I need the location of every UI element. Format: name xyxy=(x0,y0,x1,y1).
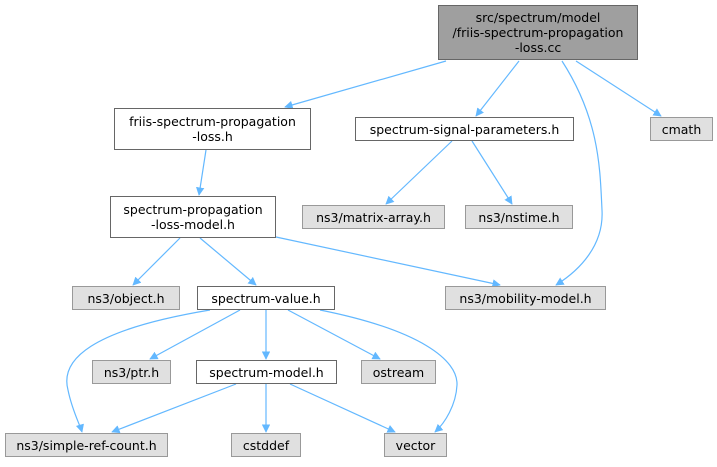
node-vector[interactable]: vector xyxy=(384,433,447,457)
node-cstddef[interactable]: cstddef xyxy=(231,433,301,457)
node-label: src/spectrum/model /friis-spectrum-propa… xyxy=(452,10,624,55)
edge-spectrum_model-to-vector xyxy=(289,383,396,433)
edge-root-to-mobility xyxy=(555,60,603,286)
edge-spectrum_model-to-simple_ref xyxy=(111,383,237,434)
node-label: ns3/nstime.h xyxy=(478,209,560,225)
node-label: spectrum-signal-parameters.h xyxy=(369,121,560,137)
edge-sig_params-to-nstime xyxy=(471,140,513,205)
edge-sig_params-to-matrix_array xyxy=(385,140,453,205)
node-label: vector xyxy=(395,437,436,453)
node-simple-ref[interactable]: ns3/simple-ref-count.h xyxy=(5,433,168,457)
node-label: ns3/mobility-model.h xyxy=(459,290,592,306)
edge-root-to-cmath xyxy=(575,60,662,117)
edge-spectrum_value-to-vector xyxy=(319,309,458,433)
node-label: friis-spectrum-propagation -loss.h xyxy=(129,114,296,144)
node-friis-h[interactable]: friis-spectrum-propagation -loss.h xyxy=(114,108,311,150)
node-prop-loss-model[interactable]: spectrum-propagation -loss-model.h xyxy=(110,196,276,238)
edge-spectrum_value-to-simple_ref xyxy=(66,309,211,433)
node-spectrum-model[interactable]: spectrum-model.h xyxy=(196,360,337,384)
edge-friis_h-to-prop_loss_model xyxy=(196,149,207,196)
node-ostream[interactable]: ostream xyxy=(361,360,436,384)
node-label: cmath xyxy=(661,121,702,137)
node-label: ns3/matrix-array.h xyxy=(316,209,431,225)
edge-root-to-sig_params xyxy=(475,60,520,117)
node-label: spectrum-propagation -loss-model.h xyxy=(123,202,263,232)
node-label: spectrum-model.h xyxy=(209,364,324,380)
edge-prop_loss_model-to-spectrum_value xyxy=(199,237,257,286)
node-matrix-array[interactable]: ns3/matrix-array.h xyxy=(302,205,445,229)
node-sig-params[interactable]: spectrum-signal-parameters.h xyxy=(355,117,574,141)
node-object[interactable]: ns3/object.h xyxy=(72,286,180,310)
node-label: ostream xyxy=(372,364,425,380)
edge-spectrum_value-to-ostream xyxy=(287,309,381,360)
node-label: cstddef xyxy=(242,437,290,453)
edge-spectrum_value-to-ptr xyxy=(149,309,241,360)
node-cmath[interactable]: cmath xyxy=(650,117,713,141)
node-label: ns3/object.h xyxy=(87,290,165,306)
node-label: spectrum-value.h xyxy=(211,290,321,306)
edge-root-to-friis_h xyxy=(284,60,447,109)
edge-prop_loss_model-to-mobility xyxy=(275,236,501,288)
node-label: ns3/ptr.h xyxy=(103,364,160,380)
node-root[interactable]: src/spectrum/model /friis-spectrum-propa… xyxy=(438,5,638,60)
edge-prop_loss_model-to-object xyxy=(132,237,181,286)
node-ptr[interactable]: ns3/ptr.h xyxy=(92,360,171,384)
node-mobility[interactable]: ns3/mobility-model.h xyxy=(445,286,606,310)
node-nstime[interactable]: ns3/nstime.h xyxy=(465,205,573,229)
node-spectrum-value[interactable]: spectrum-value.h xyxy=(197,286,335,310)
node-label: ns3/simple-ref-count.h xyxy=(16,437,157,453)
